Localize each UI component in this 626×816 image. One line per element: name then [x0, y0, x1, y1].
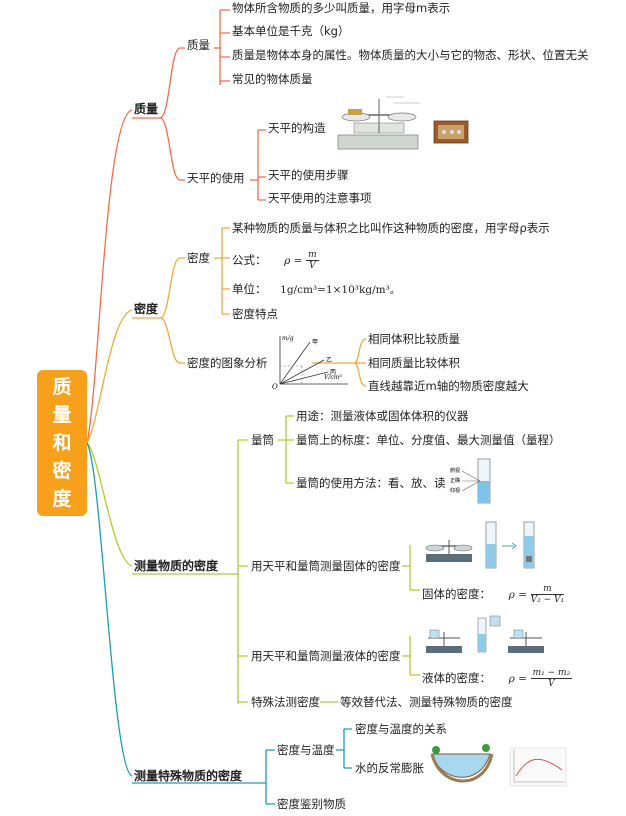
unit-value: 1g/cm³=1×10³kg/m³。: [280, 284, 401, 296]
node-graph-closer-axis[interactable]: 直线越靠近m轴的物质密度越大: [368, 379, 529, 393]
liquid-formula-denominator: V: [548, 679, 555, 689]
node-mass-common[interactable]: 常见的物体质量: [232, 72, 313, 86]
root-char-1: 质: [52, 376, 72, 398]
node-solid-density[interactable]: 固体的密度： ρ = m V₂ − V₁: [422, 584, 565, 605]
node-cylinder-scale[interactable]: 量筒上的标度：单位、分度值、最大测量值（量程）: [296, 433, 561, 447]
liquid-experiment-image: [426, 615, 544, 653]
liquid-formula-numerator: m₁ − m₂: [530, 668, 573, 679]
node-graph-same-mass[interactable]: 相同质量比较体积: [368, 356, 460, 370]
formula-denominator: V: [309, 261, 316, 271]
branch-measure[interactable]: 测量物质的密度: [134, 559, 219, 573]
root-char-3: 和: [52, 432, 72, 454]
node-special-method-detail[interactable]: 等效替代法、测量特殊物质的密度: [340, 695, 513, 709]
balance-image: [337, 96, 469, 150]
branch-special-density[interactable]: 测量特殊物质的密度: [134, 769, 243, 783]
node-mass-definition[interactable]: 物体所含物质的多少叫质量，用字母m表示: [232, 1, 451, 15]
node-mass-unit[interactable]: 基本单位是千克（kg）: [232, 24, 350, 38]
node-cylinder[interactable]: 量筒: [251, 433, 274, 447]
node-density-formula[interactable]: 公式： ρ = m V: [232, 250, 319, 271]
node-density-graph[interactable]: 密度的图象分析: [187, 356, 268, 370]
solid-formula-denominator: V₂ − V₁: [530, 595, 565, 605]
node-solid-method[interactable]: 用天平和量筒测量固体的密度: [251, 559, 401, 573]
node-density-temp[interactable]: 密度与温度: [277, 743, 335, 757]
solid-formula-fraction: m V₂ − V₁: [530, 584, 565, 605]
read-label-top: 俯视: [450, 467, 460, 474]
node-density-sub[interactable]: 密度: [187, 251, 210, 265]
formula-label: 公式：: [232, 253, 267, 267]
node-cylinder-method[interactable]: 量筒的使用方法：看、放、读: [296, 476, 446, 490]
read-label-bottom: 仰视: [450, 487, 460, 494]
solid-formula-lhs: ρ =: [508, 589, 527, 601]
node-density-temp-relation[interactable]: 密度与温度的关系: [355, 722, 447, 736]
liquid-result-label: 液体的密度：: [422, 671, 491, 685]
node-liquid-method[interactable]: 用天平和量筒测量液体的密度: [251, 649, 401, 663]
solid-formula-numerator: m: [530, 584, 565, 595]
node-mass-property[interactable]: 质量是物体本身的属性。物体质量的大小与它的物态、形状、位置无关: [232, 48, 589, 62]
liquid-formula-lhs: ρ =: [508, 673, 527, 685]
root-char-2: 量: [52, 404, 72, 426]
unit-label: 单位：: [232, 282, 267, 296]
node-cylinder-use[interactable]: 用途：测量液体或固体体积的仪器: [296, 409, 469, 423]
node-density-definition[interactable]: 某种物质的质量与体积之比叫作这种物质的密度，用字母ρ表示: [232, 221, 550, 235]
branch-density[interactable]: 密度: [134, 302, 159, 316]
formula-fraction: m V: [306, 250, 319, 271]
node-density-feature[interactable]: 密度特点: [232, 307, 278, 321]
root-char-5: 度: [52, 488, 72, 510]
branch-mass[interactable]: 质量: [134, 102, 159, 116]
node-density-identify[interactable]: 密度鉴别物质: [277, 797, 346, 811]
read-label-mid: 正确: [450, 477, 460, 484]
formula-lhs: ρ =: [284, 255, 303, 267]
water-anomaly-image: [430, 744, 567, 787]
node-balance[interactable]: 天平的使用: [187, 171, 245, 185]
density-graph: m/g V/cm³ O 甲 乙 丙: [272, 335, 348, 390]
node-special-method[interactable]: 特殊法测密度: [251, 695, 320, 709]
solid-experiment-image: [425, 521, 535, 569]
node-graph-same-volume[interactable]: 相同体积比较质量: [368, 332, 460, 346]
graph-origin: O: [272, 383, 278, 390]
graph-line-a: 甲: [312, 339, 318, 346]
node-water-anomaly[interactable]: 水的反常膨胀: [355, 761, 424, 775]
liquid-formula-fraction: m₁ − m₂ V: [530, 668, 573, 689]
node-density-unit[interactable]: 单位： 1g/cm³=1×10³kg/m³。: [232, 281, 400, 298]
node-balance-structure[interactable]: 天平的构造: [268, 121, 326, 135]
graph-line-b: 乙: [326, 357, 332, 364]
cylinder-reading-image: 俯视 正确 仰视: [450, 458, 491, 504]
root-char-4: 密: [52, 460, 72, 482]
root-topic[interactable]: 质 量 和 密 度: [37, 370, 87, 516]
formula-numerator: m: [306, 250, 319, 261]
graph-line-c: 丙: [330, 369, 336, 376]
node-mass-sub[interactable]: 质量: [187, 38, 210, 52]
graph-axis-y: m/g: [282, 335, 294, 342]
node-balance-notes[interactable]: 天平使用的注意事项: [268, 191, 372, 205]
solid-result-label: 固体的密度：: [422, 587, 491, 601]
graph-axis-x: V/cm³: [324, 374, 342, 381]
node-balance-steps[interactable]: 天平的使用步骤: [268, 168, 349, 182]
node-liquid-density[interactable]: 液体的密度： ρ = m₁ − m₂ V: [422, 668, 573, 689]
